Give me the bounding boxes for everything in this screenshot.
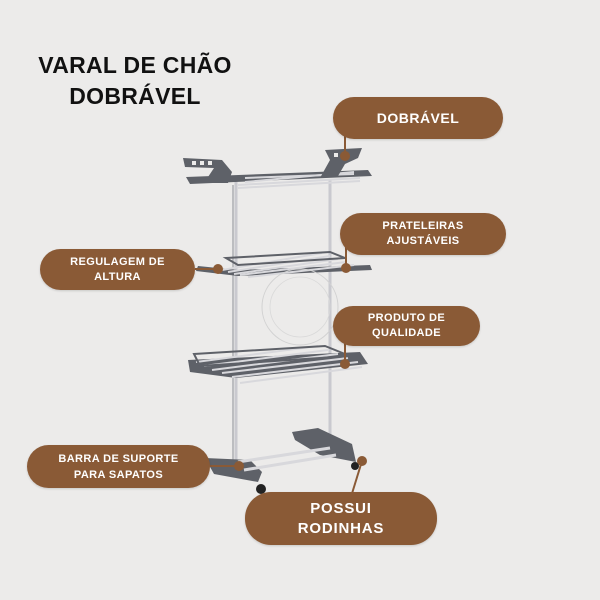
- label-prateleiras-ajustaveis: PRATELEIRAS AJUSTÁVEIS: [340, 213, 506, 255]
- label-rodinhas-text: POSSUI RODINHAS: [297, 499, 385, 537]
- label-possui-rodinhas: POSSUI RODINHAS: [245, 492, 437, 545]
- label-produto-qualidade: PRODUTO DE QUALIDADE: [333, 306, 480, 346]
- watermark-seal: [261, 268, 339, 346]
- label-barra-suporte: BARRA DE SUPORTE PARA SAPATOS: [27, 445, 210, 488]
- label-barra-text: BARRA DE SUPORTE PARA SAPATOS: [58, 452, 179, 481]
- wheel-icon: [256, 484, 266, 494]
- middle-shelf-2: [188, 344, 368, 384]
- label-prateleiras-text: PRATELEIRAS AJUSTÁVEIS: [382, 220, 464, 247]
- page-title: VARAL DE CHÃO DOBRÁVEL: [20, 50, 250, 112]
- label-regulagem-text: REGULAGEM DE ALTURA: [70, 255, 165, 283]
- label-dobravel: DOBRÁVEL: [333, 97, 503, 139]
- title-line-1: VARAL DE CHÃO: [38, 52, 232, 78]
- label-dobravel-text: DOBRÁVEL: [376, 110, 460, 126]
- rack-poles: [232, 180, 332, 470]
- title-line-2: DOBRÁVEL: [69, 83, 201, 109]
- top-shelf: [183, 148, 372, 189]
- rack-base: [205, 428, 359, 494]
- label-regulagem-altura: REGULAGEM DE ALTURA: [40, 249, 195, 290]
- label-produto-text: PRODUTO DE QUALIDADE: [367, 312, 446, 339]
